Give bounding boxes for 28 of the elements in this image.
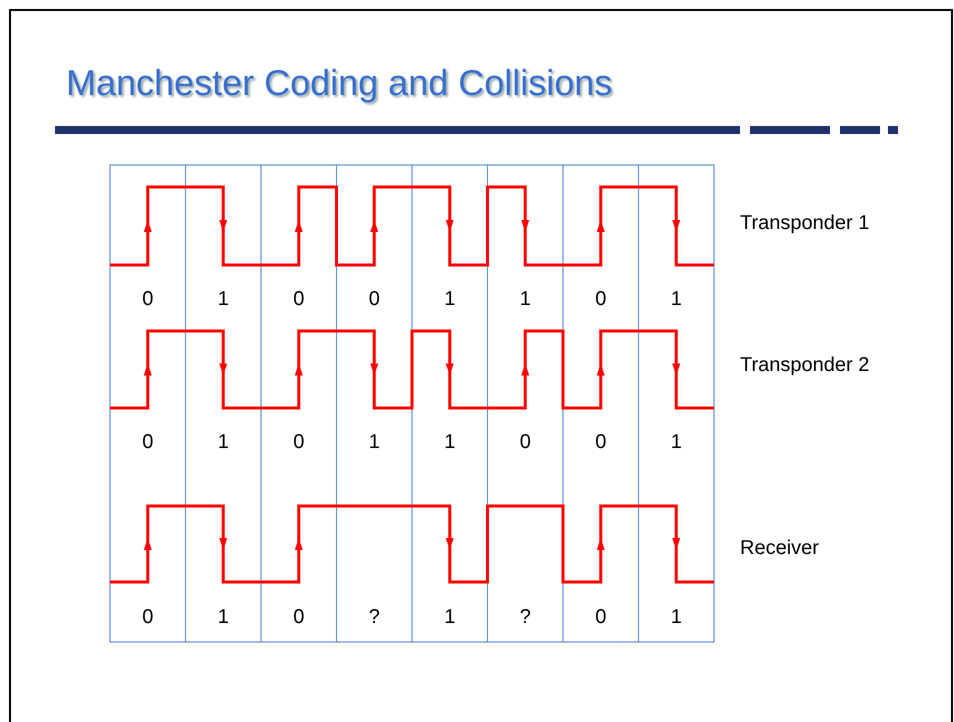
- bit-value: 0: [520, 431, 531, 454]
- signal-label: Receiver: [740, 537, 819, 560]
- signal-label: Transponder 2: [740, 354, 870, 377]
- bit-value: 0: [595, 431, 606, 454]
- bit-value: 0: [293, 288, 304, 311]
- slide-title: Manchester Coding and Collisions: [66, 62, 612, 104]
- bit-value: 0: [293, 606, 304, 629]
- bit-value: 0: [368, 288, 380, 311]
- bit-value: 1: [670, 288, 682, 311]
- bit-value: 1: [444, 606, 456, 629]
- bit-value: 1: [670, 431, 682, 454]
- bit-value: 0: [293, 431, 304, 454]
- bit-value: ?: [368, 606, 380, 629]
- bit-value: 1: [670, 606, 682, 629]
- bit-value: 1: [444, 431, 456, 454]
- bit-value: 1: [520, 288, 531, 311]
- bit-value: 1: [368, 431, 380, 454]
- bit-value: 1: [218, 606, 229, 629]
- bit-value: 0: [142, 606, 154, 629]
- bit-value: 1: [218, 288, 229, 311]
- bit-value: 1: [444, 288, 456, 311]
- bit-value: ?: [520, 606, 531, 629]
- signal-label: Transponder 1: [740, 212, 870, 235]
- bit-value: 0: [142, 288, 154, 311]
- bit-value: 0: [595, 288, 606, 311]
- bit-value: 0: [142, 431, 154, 454]
- bit-value: 0: [595, 606, 606, 629]
- bit-value: 1: [218, 431, 229, 454]
